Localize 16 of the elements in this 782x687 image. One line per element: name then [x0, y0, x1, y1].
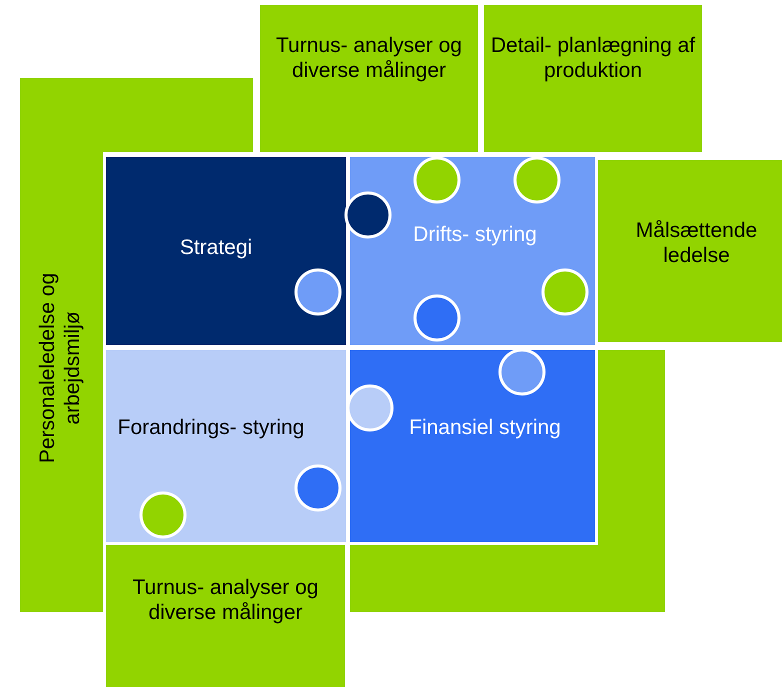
puzzle-piece [103, 347, 349, 545]
topic-box [596, 160, 782, 342]
piece-label: Drifts- styring [412, 222, 538, 247]
piece-label: Detail- planlægning af produktion [490, 33, 696, 83]
piece-label: Forandrings- styring [116, 415, 306, 440]
topic-box [106, 545, 345, 687]
puzzle-piece [103, 154, 349, 348]
piece-label: Turnus- analyser og diverse målinger [132, 575, 320, 625]
panel-label: Personaleledelse og arbejdsmiljø [35, 272, 85, 466]
piece-label: Turnus- analyser og diverse målinger [275, 33, 463, 83]
piece-label: Målsættende ledelse [634, 218, 758, 268]
puzzle-piece [347, 347, 598, 545]
piece-label: Finansiel styring [408, 415, 562, 440]
topic-box [260, 5, 478, 152]
piece-label: Strategi [178, 235, 254, 260]
topic-box [484, 5, 702, 152]
